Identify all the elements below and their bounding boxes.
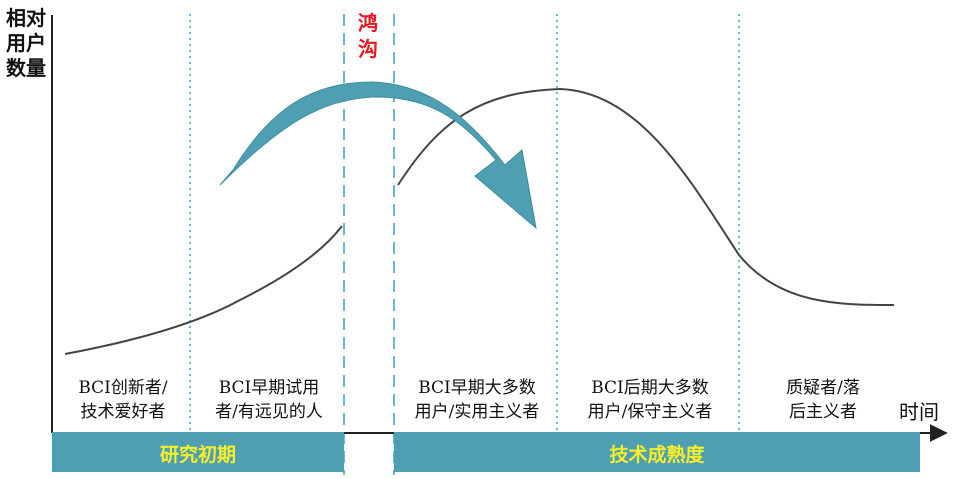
segment-early-majority-line2: 用户/实用主义者	[414, 402, 540, 422]
segment-innovators-line1: BCI创新者/	[78, 378, 168, 398]
segment-late-majority-line2: 用户/保守主义者	[587, 402, 713, 422]
x-axis-label: 时间	[899, 400, 939, 424]
segment-early-adopters-line2: 者/有远见的人	[215, 402, 323, 422]
adoption-curve-right	[397, 87, 895, 306]
y-axis-label: 相对用户数量	[6, 6, 46, 80]
phase-label-early: 研究初期	[159, 444, 236, 466]
leap-arrow-icon	[219, 81, 537, 230]
segment-laggards-line1: 质疑者/落	[786, 378, 860, 398]
segment-laggards: 质疑者/落 后主义者	[748, 376, 898, 424]
segment-early-adopters: BCI早期试用 者/有远见的人	[200, 376, 338, 424]
phase-bar-mature	[394, 432, 920, 472]
segment-late-majority: BCI后期大多数 用户/保守主义者	[566, 376, 734, 424]
segment-early-majority: BCI早期大多数 用户/实用主义者	[402, 376, 552, 424]
segment-early-majority-line1: BCI早期大多数	[418, 378, 536, 398]
phase-label-mature: 技术成熟度	[609, 444, 705, 466]
chasm-label: 鸿沟	[358, 11, 378, 61]
segment-late-majority-line1: BCI后期大多数	[591, 378, 709, 398]
phase-bar-early	[52, 432, 344, 472]
segment-innovators-line2: 技术爱好者	[80, 402, 166, 422]
adoption-curve-left	[64, 225, 343, 355]
segment-laggards-line2: 后主义者	[789, 402, 857, 422]
segment-innovators: BCI创新者/ 技术爱好者	[62, 376, 184, 424]
segment-early-adopters-line1: BCI早期试用	[218, 378, 320, 398]
